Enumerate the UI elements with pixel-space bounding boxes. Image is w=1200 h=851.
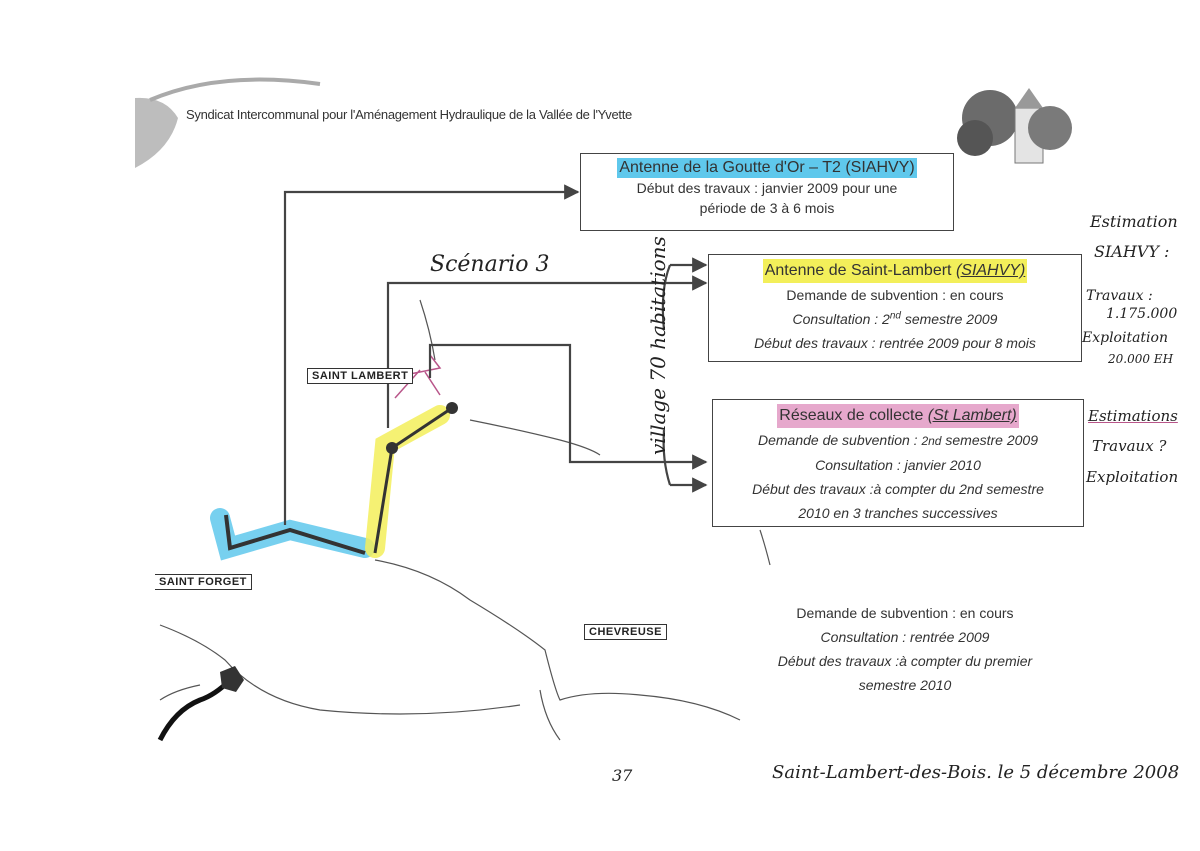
reseaux-line4: 2010 en 3 tranches successives [798, 505, 998, 521]
estimations-title: Estimations [1088, 407, 1178, 425]
goutte-dor-line1: Début des travaux : janvier 2009 pour un… [636, 180, 898, 196]
map-roads [159, 299, 771, 741]
saint-lambert-line2-a: Consultation : 2 [792, 311, 890, 327]
reseaux-line1-b: 2nd [921, 434, 942, 448]
estimation-org: SIAHVY : [1094, 242, 1170, 261]
estimation-title: Estimation [1090, 212, 1178, 231]
saint-lambert-line2-b: semestre 2009 [900, 311, 998, 327]
chevreuse-line4: semestre 2010 [858, 677, 952, 693]
chevreuse-line3: Début des travaux :à compter du premier [777, 653, 1033, 669]
village-note: village 70 habitations [646, 236, 670, 455]
saint-lambert-box: Antenne de Saint-Lambert (SIAHVY) Demand… [708, 254, 1082, 362]
travaux-question: Travaux ? [1092, 437, 1167, 455]
yellow-route-highlight [365, 405, 450, 558]
saint-lambert-line1: Demande de subvention : en cours [786, 287, 1004, 303]
exploitation-note: Exploitation [1086, 468, 1179, 486]
reseaux-line1-a: Demande de subvention : [758, 432, 922, 448]
goutte-dor-title: Antenne de la Goutte d'Or – T2 (SIAHVY) [617, 158, 917, 178]
goutte-dor-box: Antenne de la Goutte d'Or – T2 (SIAHVY) … [580, 153, 954, 231]
pink-sketch [394, 354, 442, 399]
saint-lambert-title-org: (SIAHVY) [955, 262, 1026, 279]
travaux-label: Travaux : [1086, 288, 1153, 304]
reseaux-title-org: (St Lambert) [927, 407, 1017, 424]
saint-lambert-label: SAINT LAMBERT [307, 368, 414, 384]
chevreuse-notes: Demande de subvention : en cours Consult… [740, 601, 1070, 697]
saint-lambert-title: Antenne de Saint-Lambert (SIAHVY) [762, 259, 1028, 283]
saint-lambert-line2: Consultation : 2nd semestre 2009 [793, 311, 998, 327]
saint-lambert-line3: Début des travaux : rentrée 2009 pour 8 … [754, 335, 1036, 351]
goutte-dor-line2: période de 3 à 6 mois [699, 200, 835, 216]
reseaux-box: Réseaux de collecte (St Lambert) Demande… [712, 399, 1084, 527]
reseaux-line1-c: semestre 2009 [941, 432, 1038, 448]
reseaux-line2: Consultation : janvier 2010 [815, 457, 981, 473]
chevreuse-line2: Consultation : rentrée 2009 [820, 629, 990, 645]
route-node-1 [386, 442, 398, 454]
saint-forget-label: SAINT FORGET [155, 574, 252, 590]
scenario-label: Scénario 3 [430, 252, 550, 277]
reseaux-line1: Demande de subvention : 2nd semestre 200… [758, 432, 1038, 448]
map-landmark [220, 666, 244, 692]
saint-lambert-title-main: Antenne de Saint-Lambert [764, 262, 956, 279]
exploitation-label: Exploitation [1082, 330, 1168, 346]
exploitation-value: 20.000 EH [1108, 352, 1174, 366]
saint-lambert-line2-sup: nd [889, 310, 901, 322]
reseaux-line3: Début des travaux :à compter du 2nd seme… [752, 481, 1044, 497]
chevreuse-label: CHEVREUSE [584, 624, 667, 640]
route-node-2 [446, 402, 458, 414]
page-number: 37 [612, 766, 633, 785]
signature-date: Saint-Lambert-des-Bois. le 5 décembre 20… [772, 762, 1180, 783]
reseaux-title-main: Réseaux de collecte [779, 407, 928, 424]
syndicat-name: Syndicat Intercommunal pour l'Aménagemen… [186, 107, 632, 122]
chevreuse-line1: Demande de subvention : en cours [796, 605, 1014, 621]
blue-route-line [224, 514, 366, 555]
reseaux-title: Réseaux de collecte (St Lambert) [777, 404, 1019, 428]
map-road-thick [157, 678, 232, 742]
syndicat-logo [135, 77, 321, 168]
flow-arrows [283, 184, 708, 525]
village-illustration [957, 88, 1072, 164]
travaux-value: 1.175.000 [1106, 306, 1178, 322]
